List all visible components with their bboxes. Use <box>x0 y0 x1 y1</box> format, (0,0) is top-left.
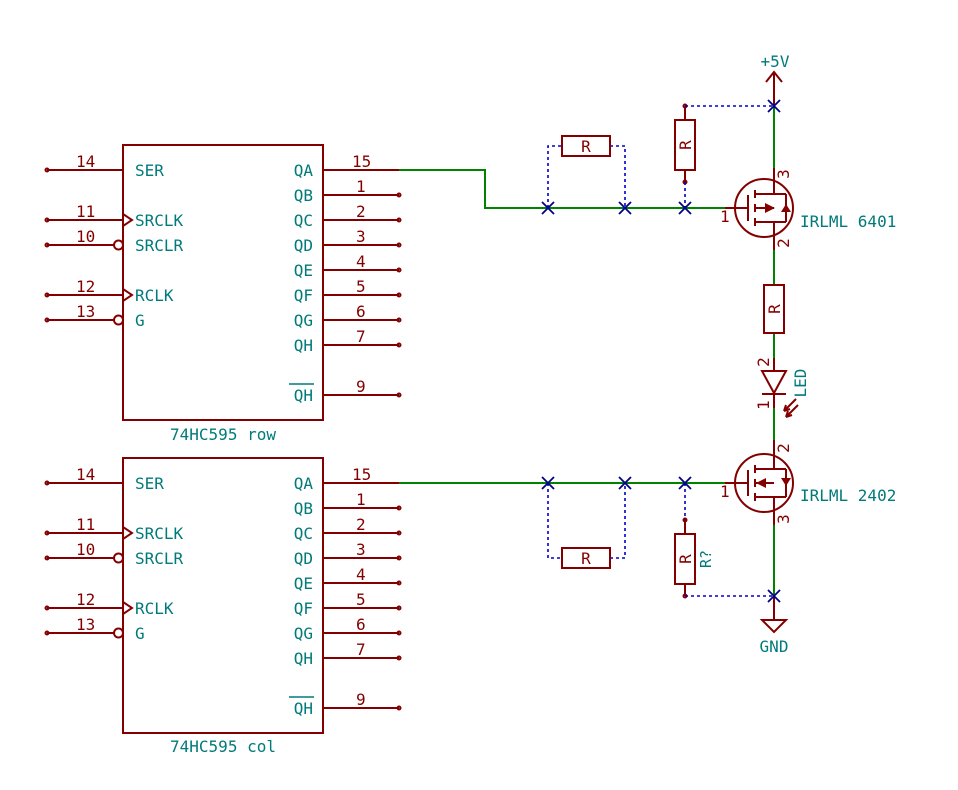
pin-number: 14 <box>76 465 95 484</box>
pin-number: 2 <box>774 443 793 453</box>
pin-name: QH <box>294 336 313 355</box>
pin-name: QA <box>294 474 314 493</box>
pin-number: 10 <box>76 540 95 559</box>
mosfet-bottom: 1 2 3 IRLML 2402 <box>720 440 896 525</box>
pin-name: QC <box>294 211 313 230</box>
pin-name: SER <box>135 474 164 493</box>
pin-number: 13 <box>76 615 95 634</box>
pin-number: 1 <box>356 490 366 509</box>
chip-reference: 74HC595 col <box>170 737 276 756</box>
pin-name-inverted: QH <box>294 386 313 405</box>
pin-number: 1 <box>720 482 730 501</box>
chip-reference: 74HC595 row <box>170 425 276 444</box>
pin-name: QA <box>294 161 314 180</box>
vcc-label: +5V <box>761 52 790 71</box>
chip-row: 14 11 10 12 13 SER SRCLK SRCLR RCLK G 15… <box>44 144 402 444</box>
resistor-label: R <box>581 549 591 568</box>
pin-name: RCLK <box>135 599 174 618</box>
chip-row-left-pins: 14 11 10 12 13 SER SRCLK SRCLR RCLK G <box>44 152 184 330</box>
pin-number: 5 <box>356 277 366 296</box>
resistor-middle-vertical <box>763 284 785 334</box>
pin-number: 3 <box>774 514 793 524</box>
pin-number: 1 <box>754 400 773 410</box>
pin-number: 2 <box>356 202 366 221</box>
pin-number: 1 <box>356 177 366 196</box>
pin-number: 4 <box>356 565 366 584</box>
pin-number: 3 <box>356 227 366 246</box>
pin-name: QF <box>294 286 313 305</box>
pin-number: 9 <box>356 377 366 396</box>
pin-name: QD <box>294 236 313 255</box>
pin-number: 10 <box>76 227 95 246</box>
chip-col: 14 11 10 12 13 SER SRCLK SRCLR RCLK G 15… <box>44 457 402 756</box>
pin-number: 6 <box>356 615 366 634</box>
pin-number: 12 <box>76 590 95 609</box>
led-label: LED <box>791 369 810 398</box>
pin-number: 11 <box>76 515 95 534</box>
pin-number: 15 <box>352 152 371 171</box>
pin-number: 15 <box>352 465 371 484</box>
bottom-resistor-network: R R R? <box>547 483 774 599</box>
led: 2 1 LED <box>754 357 810 418</box>
pin-number: 11 <box>76 202 95 221</box>
chip-col-right-pins: 15 1 2 3 4 5 6 7 9 QA QB QC QD QE QF QG … <box>289 465 402 718</box>
pin-number: 13 <box>76 302 95 321</box>
pin-name: QB <box>294 499 313 518</box>
power-gnd: GND <box>760 596 789 656</box>
pin-number: 4 <box>356 252 366 271</box>
pin-name: QE <box>294 261 313 280</box>
pin-name: QF <box>294 599 313 618</box>
pin-number: 12 <box>76 277 95 296</box>
pin-number: 3 <box>774 169 793 179</box>
resistor-reference: R? <box>697 550 715 568</box>
chip-col-left-pins: 14 11 10 12 13 SER SRCLK SRCLR RCLK G <box>44 465 184 643</box>
mosfet-top: 1 3 2 IRLML 6401 <box>720 168 896 250</box>
gnd-label: GND <box>760 637 789 656</box>
pin-name: SER <box>135 161 164 180</box>
power-vcc: +5V <box>761 52 790 108</box>
pin-name: SRCLR <box>135 549 184 568</box>
pin-number: 7 <box>356 327 366 346</box>
cross-markers <box>541 99 781 603</box>
resistor-top-horizontal <box>561 135 611 157</box>
pin-name: QH <box>294 649 313 668</box>
resistor-label: R <box>676 140 695 150</box>
pin-number: 1 <box>720 207 730 226</box>
mosfet-label: IRLML 6401 <box>800 212 896 231</box>
pin-name: SRCLK <box>135 211 184 230</box>
pin-number: 14 <box>76 152 95 171</box>
pin-number: 5 <box>356 590 366 609</box>
pin-name: RCLK <box>135 286 174 305</box>
wires <box>399 108 775 596</box>
pin-name: G <box>135 624 145 643</box>
pin-name: SRCLR <box>135 236 184 255</box>
pin-number: 3 <box>356 540 366 559</box>
pin-name: QD <box>294 549 313 568</box>
pin-number: 9 <box>356 690 366 709</box>
top-resistor-network: R R <box>547 103 774 208</box>
pin-number: 2 <box>356 515 366 534</box>
pin-number: 7 <box>356 640 366 659</box>
pin-number: 2 <box>754 357 773 367</box>
chip-row-right-pins: 15 1 2 3 4 5 6 7 9 QA QB QC QD QE QF QG … <box>289 152 402 405</box>
pin-name-inverted: QH <box>294 699 313 718</box>
pin-number: 2 <box>774 238 793 248</box>
pin-name: QG <box>294 624 313 643</box>
chip-row-body <box>122 144 324 421</box>
pin-number: 6 <box>356 302 366 321</box>
chip-col-body <box>122 457 324 734</box>
pin-name: SRCLK <box>135 524 184 543</box>
resistor-bottom-horizontal <box>561 547 611 569</box>
mosfet-label: IRLML 2402 <box>800 486 896 505</box>
pin-name: QG <box>294 311 313 330</box>
pin-name: G <box>135 311 145 330</box>
resistor-label: R <box>676 554 695 564</box>
pin-name: QB <box>294 186 313 205</box>
resistor-label: R <box>765 304 784 314</box>
middle-resistor: R <box>763 284 785 334</box>
pin-name: QE <box>294 574 313 593</box>
pin-name: QC <box>294 524 313 543</box>
resistor-label: R <box>581 137 591 156</box>
